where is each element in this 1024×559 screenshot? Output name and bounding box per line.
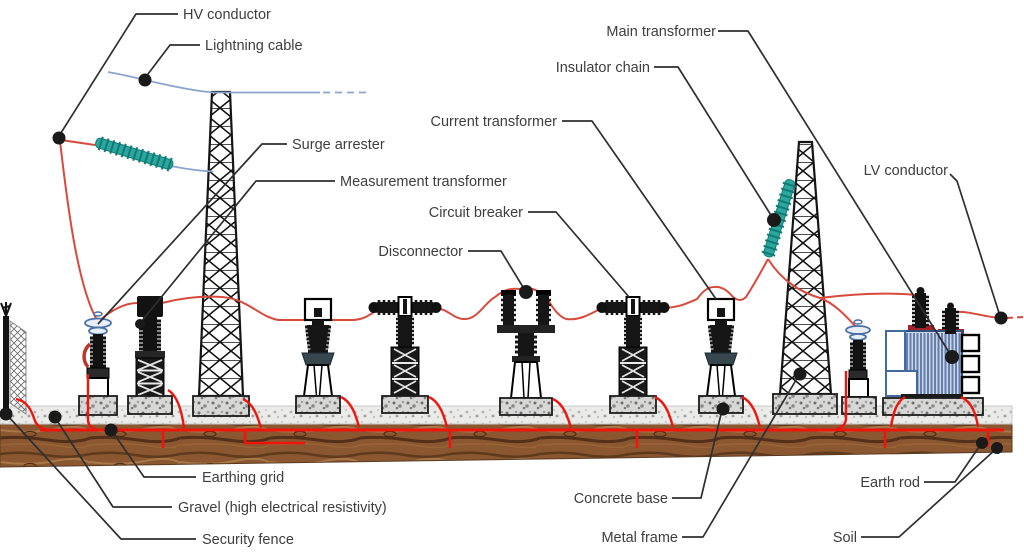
tower-concrete-base bbox=[772, 393, 838, 415]
leader-soil: Soil bbox=[833, 442, 1003, 546]
main-transformer bbox=[882, 287, 984, 416]
concrete-base-block bbox=[499, 397, 553, 416]
label-gravel: Gravel (high electrical resistivity) bbox=[178, 500, 387, 516]
leader-disconnector: Disconnector bbox=[378, 244, 533, 299]
breaker-apparatus bbox=[367, 295, 443, 415]
label-earth-rod: Earth rod bbox=[860, 475, 920, 491]
earthing-grid-branch bbox=[243, 431, 305, 445]
leader-earth-rod: Earth rod bbox=[860, 437, 988, 491]
fence-post bbox=[3, 316, 9, 415]
lattice-tower-gantry bbox=[772, 140, 838, 415]
security-fence bbox=[0, 302, 27, 415]
leader-security-fence: Security fence bbox=[0, 407, 294, 548]
leader-concrete-base: Concrete base bbox=[574, 402, 730, 507]
insulator-chain-entry bbox=[92, 134, 176, 174]
concrete-base-block bbox=[841, 396, 877, 415]
label-metal-frame: Metal frame bbox=[601, 530, 678, 546]
label-disconnector: Disconnector bbox=[378, 244, 463, 260]
leader-main-transformer: Main transformer bbox=[606, 24, 959, 364]
surge-arrester bbox=[78, 311, 118, 416]
label-current-transformer: Current transformer bbox=[430, 114, 557, 130]
leader-gravel: Gravel (high electrical resistivity) bbox=[48, 410, 387, 516]
concrete-base-block bbox=[882, 397, 984, 416]
label-main-transformer: Main transformer bbox=[606, 24, 716, 40]
leader-circuit-breaker: Circuit breaker bbox=[429, 205, 630, 298]
measurement-transformer bbox=[127, 296, 173, 415]
leader-insulator-chain: Insulator chain bbox=[556, 60, 781, 227]
lv-conductor-wire bbox=[955, 310, 1001, 319]
leader-lightning-cable: Lightning cable bbox=[138, 38, 303, 87]
label-circuit-breaker: Circuit breaker bbox=[429, 205, 523, 221]
label-security-fence: Security fence bbox=[202, 532, 294, 548]
label-measurement-transformer: Measurement transformer bbox=[340, 174, 507, 190]
busbar-wire bbox=[161, 258, 769, 321]
concrete-base-block bbox=[127, 395, 173, 415]
radiator-section bbox=[960, 333, 981, 353]
earthing-drop-wires bbox=[15, 371, 980, 432]
disconnector bbox=[497, 290, 555, 416]
lattice-tower-entry bbox=[192, 90, 250, 417]
label-hv-conductor: HV conductor bbox=[183, 7, 271, 23]
leader-current-transformer: Current transformer bbox=[430, 114, 717, 300]
radiator-section bbox=[960, 375, 981, 395]
label-earthing-grid: Earthing grid bbox=[202, 470, 284, 486]
label-concrete-base: Concrete base bbox=[574, 491, 668, 507]
label-lightning-cable: Lightning cable bbox=[205, 38, 303, 54]
current-transformer bbox=[697, 297, 745, 415]
leader-lv-conductor: LV conductor bbox=[864, 163, 1008, 325]
fence-mesh bbox=[9, 320, 27, 415]
insulator-link-line bbox=[170, 165, 214, 173]
earth-rod-stubs bbox=[161, 431, 990, 448]
fence-barbed-top bbox=[0, 302, 12, 317]
leader-measurement-transformer: Measurement transformer bbox=[135, 174, 507, 329]
label-soil: Soil bbox=[833, 530, 857, 546]
surge-arrester-secondary bbox=[841, 319, 877, 415]
radiator-section bbox=[960, 354, 981, 374]
annotations: HV conductor Lightning cable Surge arres… bbox=[0, 7, 1008, 548]
earthing-grid bbox=[40, 428, 1004, 448]
instrument-transformer-apparatus bbox=[294, 297, 342, 415]
label-lv-conductor: LV conductor bbox=[864, 163, 949, 179]
hv-bushing bbox=[915, 293, 926, 328]
concrete-base-block bbox=[78, 395, 118, 416]
leader-hv-conductor: HV conductor bbox=[52, 7, 271, 145]
label-surge-arrester: Surge arrester bbox=[292, 137, 385, 153]
leader-metal-frame: Metal frame bbox=[601, 367, 807, 546]
leader-surge-arrester: Surge arrester bbox=[97, 137, 385, 325]
tower-concrete-base bbox=[192, 395, 250, 417]
leader-earthing-grid: Earthing grid bbox=[104, 423, 284, 486]
label-insulator-chain: Insulator chain bbox=[556, 60, 650, 76]
circuit-breaker bbox=[595, 295, 671, 415]
